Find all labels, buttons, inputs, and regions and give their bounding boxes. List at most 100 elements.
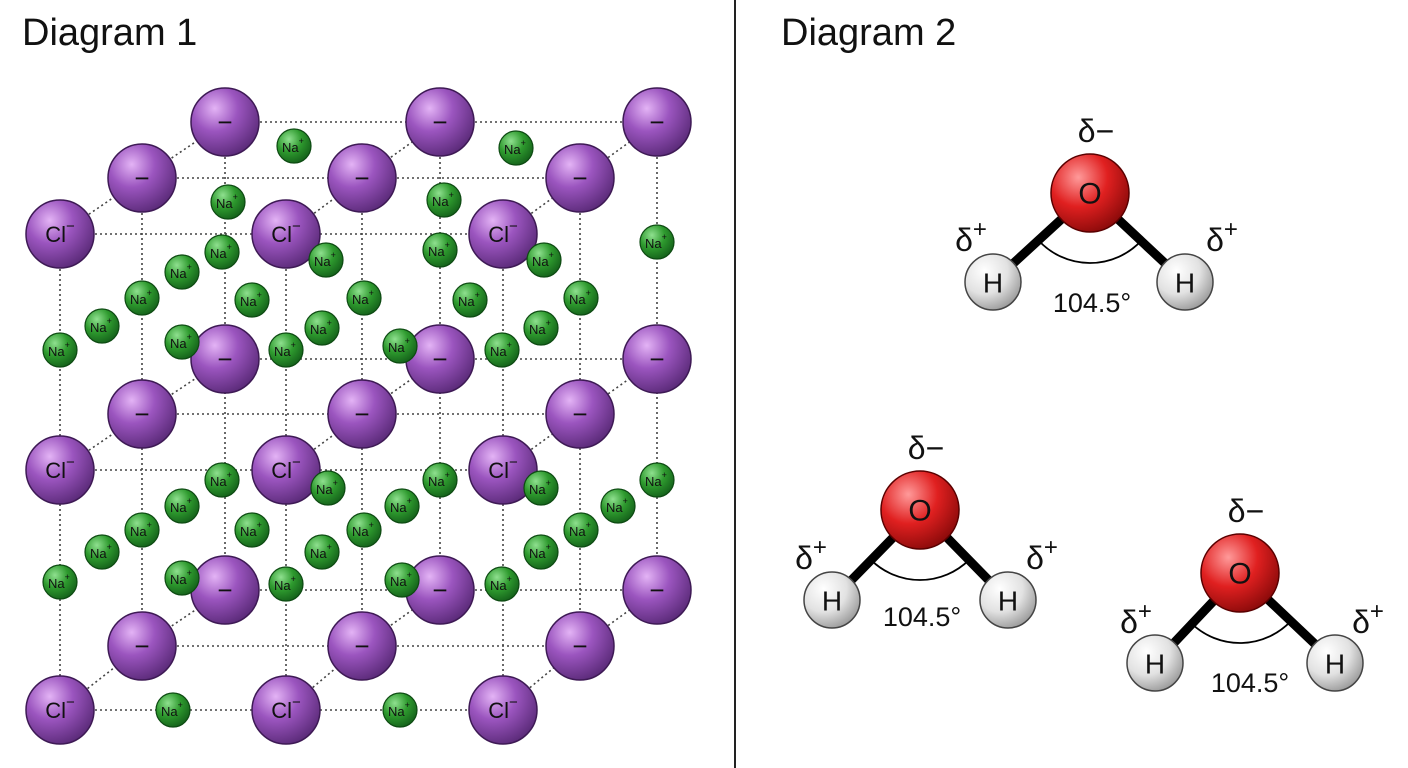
sodium-ion: Na+	[124, 512, 160, 548]
sodium-label: Na+	[504, 138, 526, 157]
chloride-ion: −	[107, 143, 177, 213]
sodium-label: Na+	[569, 288, 591, 307]
chloride-ion: −	[190, 555, 260, 625]
chloride-ion: −	[545, 379, 615, 449]
chloride-ion: −	[107, 611, 177, 681]
sodium-ion: Na+	[124, 280, 160, 316]
sodium-ion: Na+	[204, 462, 240, 498]
sodium-label: Na+	[240, 290, 262, 309]
chloride-label: −	[432, 575, 447, 605]
chloride-ion: Cl−	[251, 675, 321, 745]
sodium-sphere	[308, 242, 344, 278]
chloride-ion: Cl−	[468, 435, 538, 505]
sodium-ion: Na+	[210, 184, 246, 220]
sodium-label: Na+	[130, 520, 152, 539]
sodium-label: Na+	[210, 242, 232, 261]
hydrogen-atom	[1306, 634, 1364, 692]
sodium-label: Na+	[282, 136, 304, 155]
chloride-label: −	[217, 344, 232, 374]
sodium-label: Na+	[316, 478, 338, 497]
sodium-ion: Na+	[384, 562, 420, 598]
chloride-sphere	[25, 435, 95, 505]
chloride-sphere	[545, 379, 615, 449]
sodium-label: Na+	[48, 572, 70, 591]
chloride-label: −	[134, 631, 149, 661]
sodium-sphere	[124, 512, 160, 548]
sodium-label: Na+	[606, 496, 628, 515]
chloride-sphere	[468, 435, 538, 505]
sodium-label: Na+	[532, 250, 554, 269]
sodium-sphere	[526, 242, 562, 278]
sodium-label: Na+	[432, 190, 454, 209]
chloride-ion: Cl−	[468, 199, 538, 269]
chloride-sphere	[251, 675, 321, 745]
sodium-sphere	[346, 280, 382, 316]
chloride-ion: −	[405, 555, 475, 625]
chloride-ion: −	[622, 555, 692, 625]
sodium-sphere	[164, 560, 200, 596]
chloride-label: Cl−	[271, 694, 301, 723]
sodium-label: Na+	[529, 318, 551, 337]
chloride-label: Cl−	[488, 694, 518, 723]
sodium-sphere	[422, 462, 458, 498]
hydrogen-atom	[1156, 253, 1214, 311]
sodium-ion: Na+	[498, 130, 534, 166]
sodium-ion: Na+	[382, 328, 418, 364]
sodium-label: Na+	[314, 250, 336, 269]
chloride-ion: Cl−	[468, 675, 538, 745]
partial-positive-label: δ+	[1352, 598, 1384, 641]
chloride-sphere	[107, 611, 177, 681]
sodium-label: Na+	[490, 340, 512, 359]
chloride-ion: −	[622, 87, 692, 157]
chloride-sphere	[190, 87, 260, 157]
chloride-sphere	[545, 611, 615, 681]
sodium-label: Na+	[352, 520, 374, 539]
bond-angle-arc	[1191, 620, 1292, 644]
sodium-ion: Na+	[484, 332, 520, 368]
chloride-ion: −	[545, 143, 615, 213]
sodium-label: Na+	[645, 470, 667, 489]
bond-angle-label: 104.5°	[1211, 668, 1289, 698]
sodium-sphere	[276, 128, 312, 164]
sodium-sphere	[523, 310, 559, 346]
partial-positive-label: δ+	[1206, 216, 1238, 259]
chloride-ions: −−−−−−−−−−−−−−−−−−Cl−Cl−Cl−Cl−Cl−Cl−Cl−C…	[25, 87, 692, 745]
diagram-2-title: Diagram 2	[781, 12, 957, 54]
sodium-label: Na+	[170, 568, 192, 587]
sodium-sphere	[382, 328, 418, 364]
sodium-ion: Na+	[304, 534, 340, 570]
hydrogen-label: H	[983, 268, 1003, 299]
sodium-sphere	[563, 280, 599, 316]
sodium-ion: Na+	[484, 566, 520, 602]
sodium-ion: Na+	[526, 242, 562, 278]
hydrogen-label: H	[822, 586, 842, 617]
sodium-sphere	[42, 332, 78, 368]
bond-angle-arc	[1037, 239, 1142, 264]
chloride-label: −	[572, 163, 587, 193]
sodium-sphere	[155, 692, 191, 728]
sodium-sphere	[42, 564, 78, 600]
chloride-ion: Cl−	[251, 435, 321, 505]
sodium-ion: Na+	[164, 560, 200, 596]
chloride-label: −	[217, 575, 232, 605]
chloride-ion: −	[190, 87, 260, 157]
sodium-sphere	[204, 234, 240, 270]
sodium-sphere	[164, 488, 200, 524]
chloride-label: Cl−	[45, 454, 75, 483]
chloride-sphere	[251, 199, 321, 269]
oxygen-label: O	[1078, 178, 1101, 211]
sodium-ion: Na+	[422, 462, 458, 498]
chloride-sphere	[25, 199, 95, 269]
chloride-ion: Cl−	[25, 435, 95, 505]
hydrogen-label: H	[1175, 268, 1195, 299]
sodium-label: Na+	[310, 542, 332, 561]
sodium-sphere	[346, 512, 382, 548]
chloride-sphere	[107, 143, 177, 213]
hydrogen-atom	[964, 253, 1022, 311]
chloride-label: −	[432, 107, 447, 137]
sodium-label: Na+	[170, 332, 192, 351]
chloride-label: −	[649, 575, 664, 605]
chloride-ion: Cl−	[251, 199, 321, 269]
chloride-label: −	[572, 631, 587, 661]
